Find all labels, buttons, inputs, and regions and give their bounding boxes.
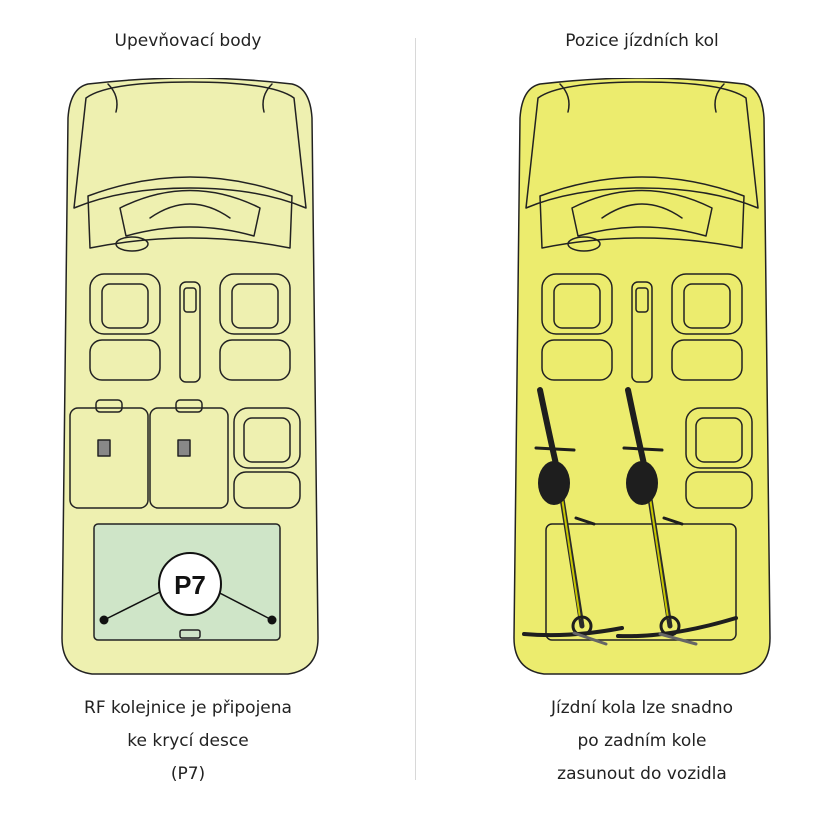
bicycle-left bbox=[522, 387, 624, 646]
right-caption-line-2: po zadním kole bbox=[577, 731, 707, 751]
p7-marker-label: P7 bbox=[174, 570, 206, 600]
p7-marker-circle bbox=[158, 552, 222, 616]
car-top-view-bike-positions bbox=[513, 78, 771, 675]
right-panel-caption: Jízdní kola lze snadno po zadním kole za… bbox=[482, 692, 802, 791]
left-caption-line-1: RF kolejnice je připojena bbox=[84, 698, 292, 718]
left-panel-title: Upevňovací body bbox=[114, 31, 262, 51]
left-caption-line-2: ke krycí desce bbox=[127, 731, 249, 751]
right-panel-title: Pozice jízdních kol bbox=[565, 31, 719, 51]
bicycle-right bbox=[616, 387, 738, 646]
left-caption-line-3: (P7) bbox=[170, 764, 206, 784]
car-top-view-mounting-points: P7 bbox=[61, 78, 319, 675]
left-panel-caption: RF kolejnice je připojena ke krycí desce… bbox=[28, 692, 348, 791]
car-body bbox=[513, 78, 771, 675]
panel-divider bbox=[415, 38, 416, 780]
right-caption-line-1: Jízdní kola lze snadno bbox=[550, 698, 734, 718]
right-caption-line-3: zasunout do vozidla bbox=[557, 764, 727, 784]
mount-point-right bbox=[267, 615, 277, 625]
mount-point-left bbox=[99, 615, 109, 625]
